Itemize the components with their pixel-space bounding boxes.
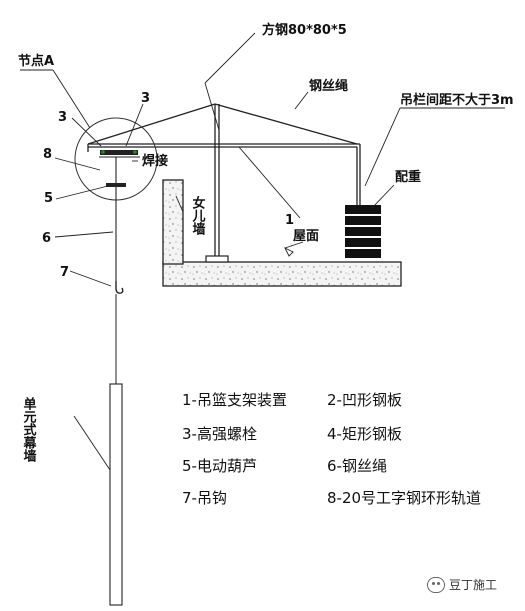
legend-item-1: 1-吊篮支架装置 bbox=[182, 391, 287, 409]
label-node-a: 节点A bbox=[18, 53, 54, 69]
label-spacing: 吊栏间距不大于3m bbox=[400, 92, 514, 108]
label-wire-rope: 钢丝绳 bbox=[309, 78, 348, 94]
label-n5: 5 bbox=[44, 191, 53, 206]
electric-hoist bbox=[106, 183, 126, 187]
label-n3b: 3 bbox=[141, 91, 150, 106]
label-n7: 7 bbox=[60, 265, 69, 280]
hook bbox=[115, 281, 124, 294]
watermark: 豆丁施工 bbox=[426, 576, 497, 593]
label-weld: 焊接 bbox=[142, 153, 168, 169]
legend-item-6: 6-钢丝绳 bbox=[327, 457, 387, 475]
label-n3a: 3 bbox=[58, 110, 67, 125]
wechat-icon bbox=[426, 576, 445, 593]
label-n6: 6 bbox=[42, 231, 51, 246]
label-n8: 8 bbox=[43, 147, 52, 162]
support-frame bbox=[87, 103, 361, 256]
curtain-wall-unit bbox=[109, 383, 123, 606]
legend-item-7: 7-吊钩 bbox=[182, 489, 227, 507]
legend-item-5: 5-电动葫芦 bbox=[182, 457, 257, 475]
counterweight-stack bbox=[345, 205, 381, 258]
label-n1: 1 bbox=[285, 213, 294, 228]
watermark-text: 豆丁施工 bbox=[448, 578, 497, 592]
legend-item-2: 2-凹形钢板 bbox=[327, 391, 402, 409]
label-parapet: 女儿墙 bbox=[190, 195, 207, 236]
legend-item-8: 8-20号工字钢环形轨道 bbox=[327, 489, 482, 507]
parapet-wall bbox=[162, 179, 184, 265]
roof-slab bbox=[162, 261, 402, 287]
label-counterweight: 配重 bbox=[395, 169, 421, 185]
label-steel: 方钢80*80*5 bbox=[262, 22, 347, 38]
legend-item-4: 4-矩形钢板 bbox=[327, 425, 402, 443]
label-curtain-wall: 单元式幕墙 bbox=[21, 396, 38, 463]
channel-plate bbox=[100, 150, 138, 155]
legend-item-3: 3-高强螺栓 bbox=[182, 425, 257, 443]
base-plate bbox=[205, 255, 229, 263]
label-roof: 屋面 bbox=[293, 229, 319, 244]
